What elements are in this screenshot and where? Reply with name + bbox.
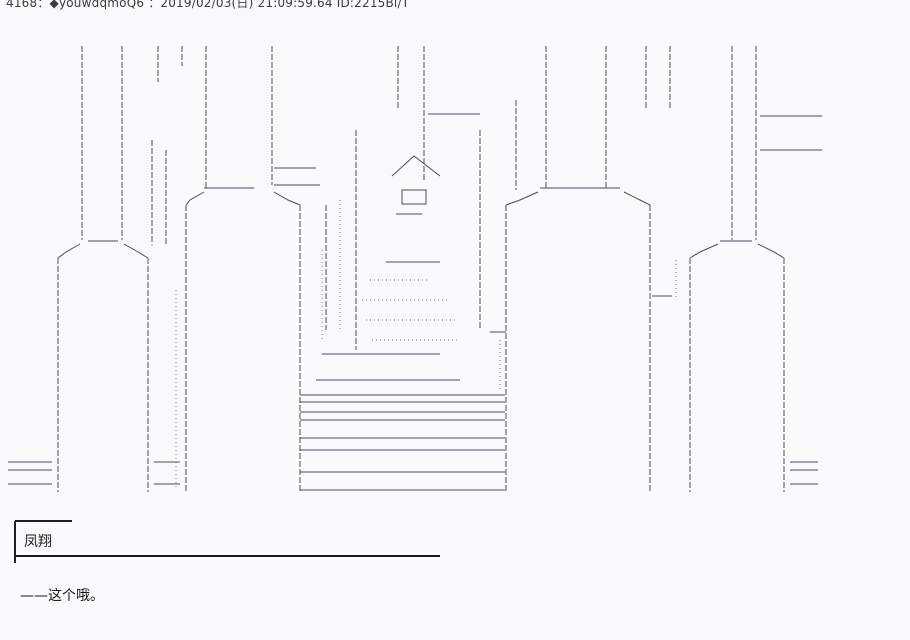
- middle-bases: [274, 167, 320, 186]
- right-pillars: [505, 46, 785, 492]
- dialogue-frame: [14, 520, 440, 563]
- dialogue-text: ——这个哦。: [20, 588, 104, 604]
- right-bases: [652, 115, 822, 485]
- left-pillars: [57, 46, 207, 492]
- ascii-art-illustration: [8, 46, 822, 492]
- dialogue-box: 凤翔: [14, 519, 442, 565]
- central-bases: [300, 113, 620, 491]
- central-structure: [397, 46, 547, 330]
- arch-chevrons: [57, 191, 785, 259]
- speaker-name: 凤翔: [24, 534, 52, 550]
- ascii-art-drawing: [8, 46, 822, 492]
- figure-outline: [316, 155, 506, 381]
- middle-left-column: [185, 46, 357, 492]
- dotted-texture: [175, 200, 677, 490]
- left-bases: [8, 187, 254, 485]
- post-header: 4168：◆youwdqmoQ6 ：2019/02/03(日) 21:09:59…: [6, 0, 410, 10]
